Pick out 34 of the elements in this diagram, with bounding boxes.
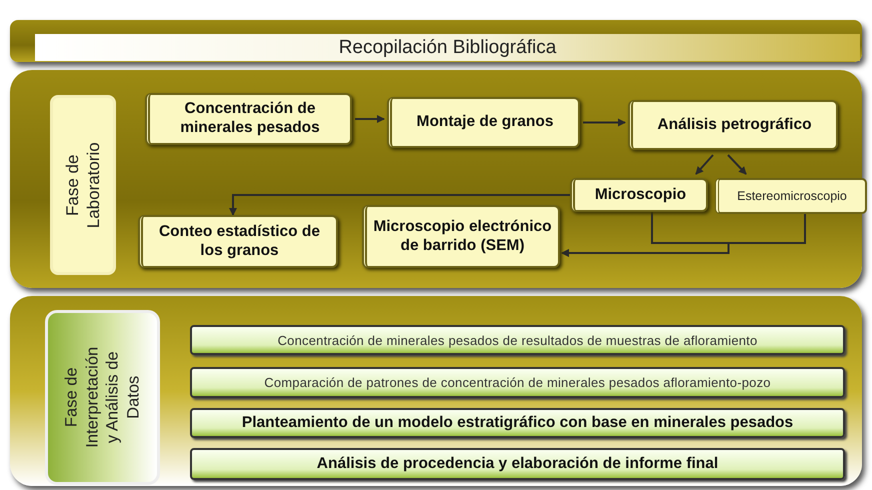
step-label: Concentración de minerales pesados de resultados de muestras de afloramiento <box>278 332 758 348</box>
step-label: Recopilación Bibliográfica <box>338 36 556 58</box>
step-label: Estereomicroscopio <box>737 189 847 203</box>
arrow <box>561 214 806 257</box>
task-bar <box>190 408 845 438</box>
task-bar <box>190 325 845 355</box>
process-box <box>362 205 560 268</box>
process-box <box>387 97 580 148</box>
task-bar <box>190 448 845 480</box>
arrow <box>229 194 570 216</box>
phase-band <box>35 34 860 61</box>
task-bar <box>190 367 845 398</box>
step-label: Microscopio electrónico de barrido (SEM) <box>372 218 553 256</box>
phase-box <box>50 95 116 275</box>
arrow <box>355 115 385 123</box>
step-label: Fase de Laboratorio <box>62 142 104 228</box>
step-label: Análisis petrográfico <box>657 116 812 134</box>
arrow <box>727 154 747 175</box>
step-label: Fase de Interpretación y Análisis de Datos <box>61 346 144 450</box>
step-label: Concentración de minerales pesados <box>179 100 321 138</box>
step-label: Conteo estadístico de los granos <box>158 222 322 260</box>
step-label: Montaje de granos <box>416 113 554 132</box>
process-box <box>138 215 338 268</box>
process-box <box>628 100 838 150</box>
process-box <box>145 93 352 145</box>
step-label: Análisis de procedencia y elaboración de informe final <box>316 455 718 473</box>
step-label: Microscopio <box>594 186 686 204</box>
step-label: Comparación de patrones de concentración de minerales pesados afloramiento-pozo <box>264 375 771 390</box>
process-box <box>570 178 708 212</box>
arrow <box>695 154 714 175</box>
process-box <box>715 178 867 214</box>
arrow <box>583 118 626 126</box>
phase-box <box>45 310 160 485</box>
step-label: Planteamiento de un modelo estratigráfico con base en minerales pesados <box>242 414 794 432</box>
